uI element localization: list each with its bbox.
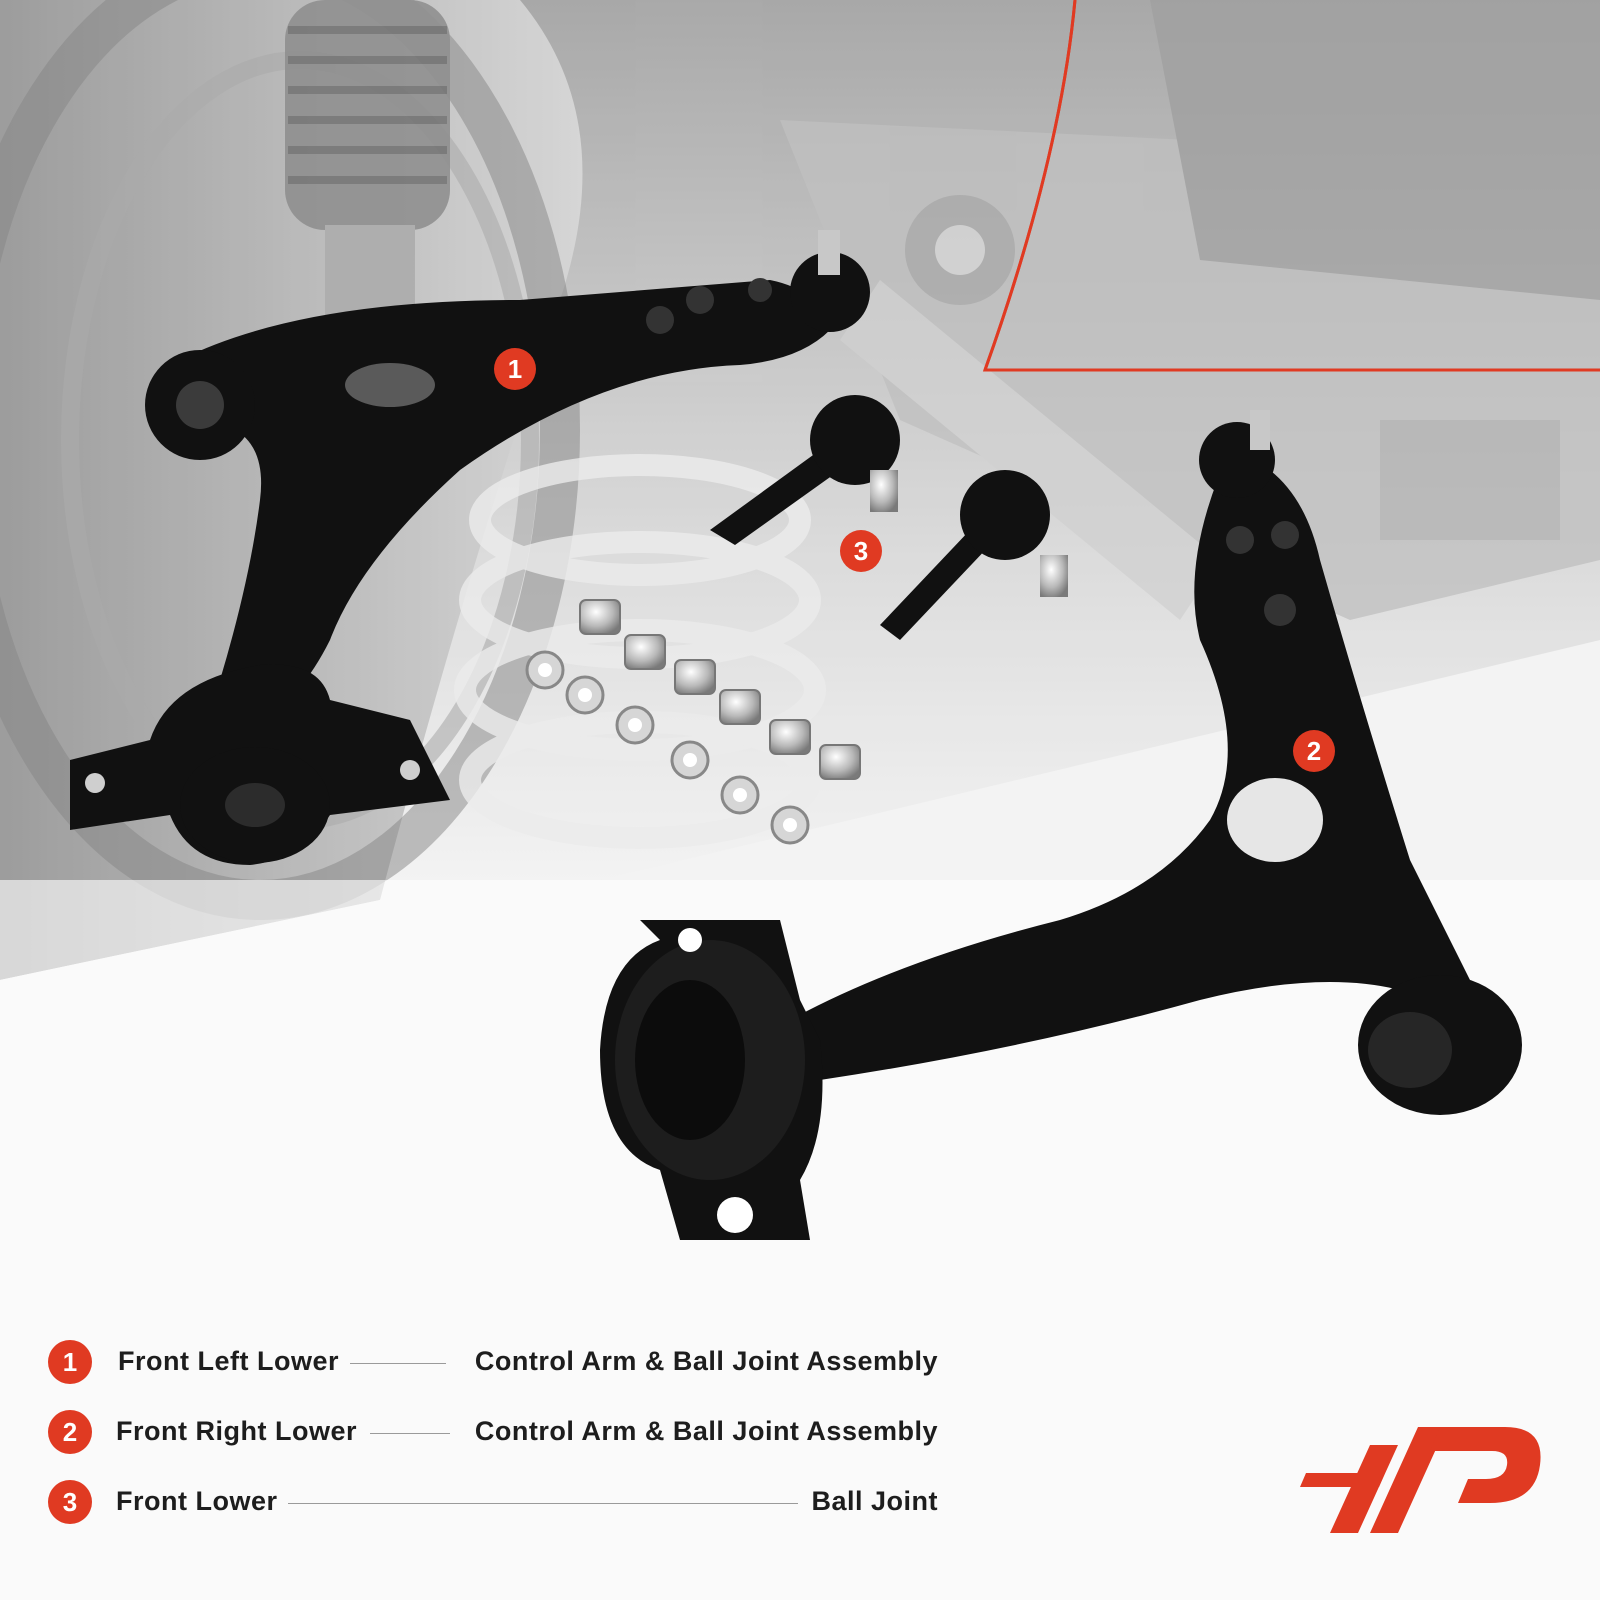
control-arm-right (600, 410, 1522, 1240)
legend-number-2: 2 (48, 1410, 92, 1454)
legend-row-1: 1 Front Left Lower Control Arm & Ball Jo… (48, 1340, 938, 1386)
legend-leader-line (288, 1503, 798, 1504)
legend-part-1: Control Arm & Ball Joint Assembly (474, 1346, 938, 1376)
hardware-kit (525, 599, 861, 845)
marker-part-2: 2 (1293, 730, 1335, 772)
parts-legend: 1 Front Left Lower Control Arm & Ball Jo… (0, 1340, 1000, 1560)
legend-number-3: 3 (48, 1480, 92, 1524)
legend-position-1: Front Left Lower (118, 1346, 339, 1376)
legend-position-3: Front Lower (116, 1486, 278, 1516)
legend-leader-line (350, 1363, 446, 1364)
subframe (780, 0, 1600, 620)
legend-number-1: 1 (48, 1340, 92, 1384)
legend-part-3: Ball Joint (811, 1486, 938, 1516)
ball-joints-pair (710, 395, 1068, 640)
control-arm-left (70, 230, 870, 865)
legend-row-2: 2 Front Right Lower Control Arm & Ball J… (48, 1410, 938, 1456)
marker-part-1: 1 (494, 348, 536, 390)
legend-position-2: Front Right Lower (116, 1416, 357, 1446)
legend-leader-line (370, 1433, 450, 1434)
a-premium-logo (1300, 1427, 1541, 1533)
legend-part-2: Control Arm & Ball Joint Assembly (474, 1416, 938, 1446)
marker-part-3: 3 (840, 530, 882, 572)
legend-row-3: 3 Front Lower Ball Joint (48, 1480, 938, 1526)
